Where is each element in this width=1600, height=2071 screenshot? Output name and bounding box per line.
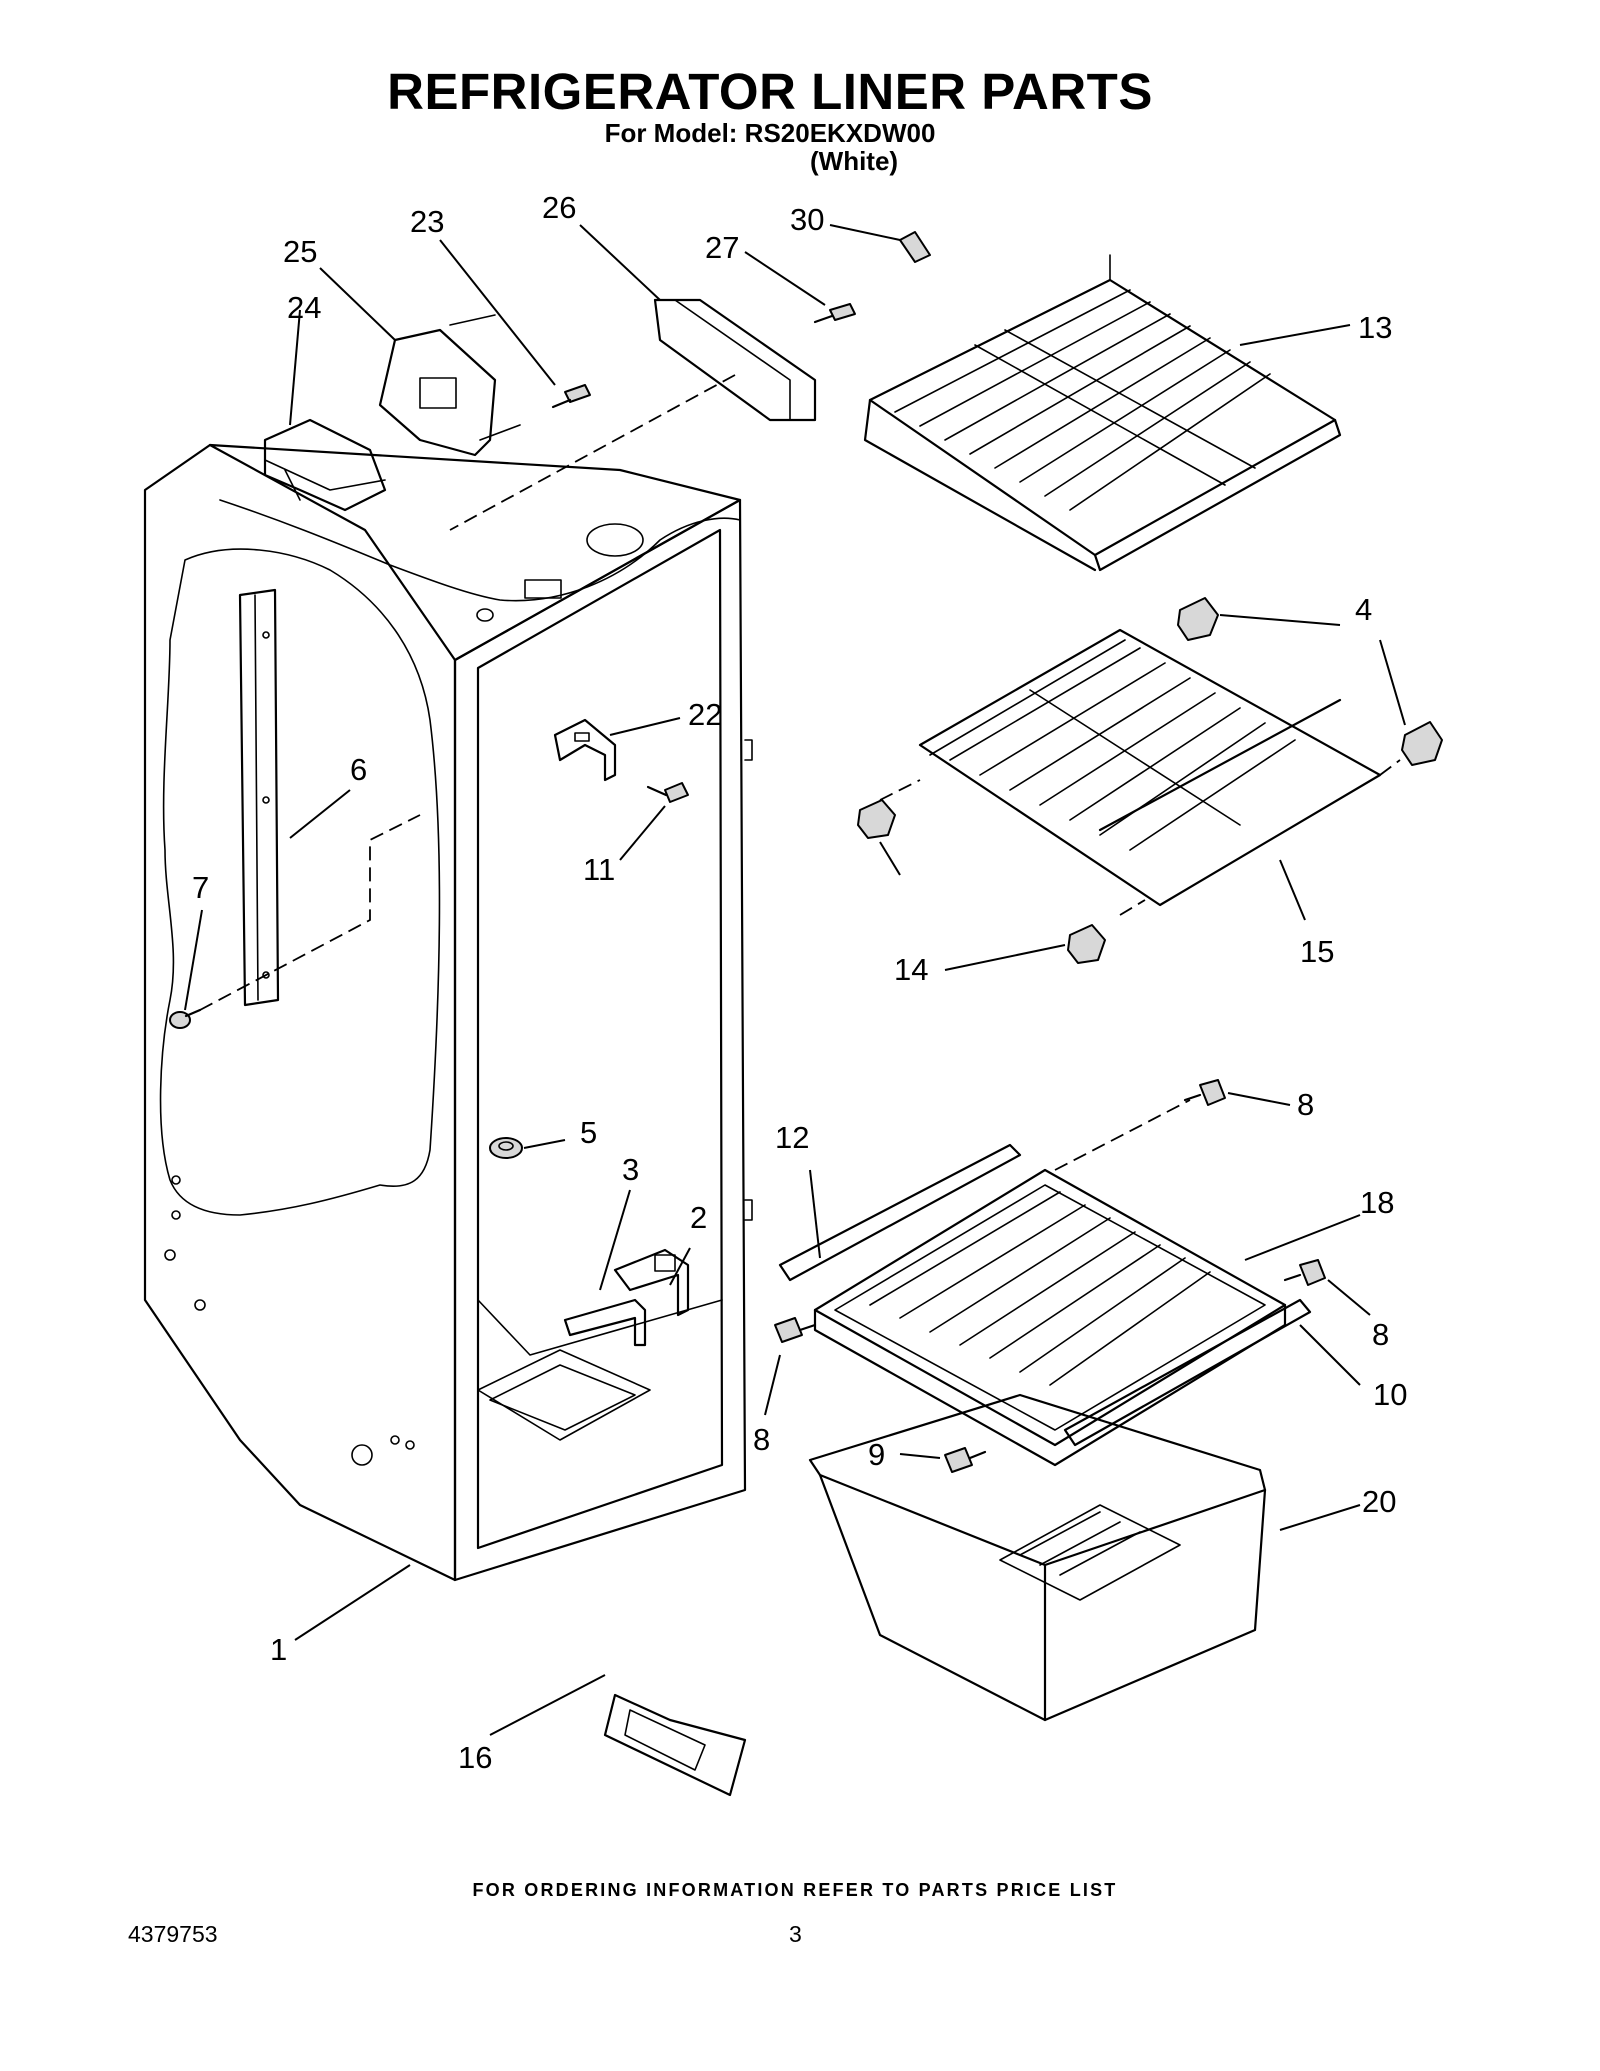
- part-shelf-support-14b: [1067, 924, 1106, 964]
- part-stud-8c: [774, 1317, 817, 1343]
- part-bracket-22: [553, 718, 617, 782]
- page-title: REFRIGERATOR LINER PARTS: [387, 63, 1153, 120]
- part-wire-shelf-15: [879, 628, 1401, 916]
- callout-11: 11: [583, 852, 615, 887]
- callout-4: 4: [1355, 592, 1372, 627]
- part-crisper-rail-12: [778, 1143, 1022, 1282]
- part-control-housing: [263, 314, 521, 512]
- part-shelf-support-4b: [1401, 721, 1443, 766]
- callout-1: 1: [270, 1632, 287, 1667]
- callout-24: 24: [287, 290, 321, 325]
- part-crisper-cover-18: [813, 1099, 1287, 1467]
- part-wire-shelf-13: [863, 254, 1342, 572]
- part-tray-16: [603, 1693, 747, 1797]
- callout-16: 16: [458, 1740, 492, 1775]
- part-grommet-5: [489, 1137, 523, 1159]
- callout-13: 13: [1358, 310, 1392, 345]
- callout-8c: 8: [753, 1422, 770, 1457]
- part-bracket-2: [613, 1248, 690, 1317]
- part-stud-8b: [1283, 1259, 1326, 1286]
- callout-20: 20: [1362, 1484, 1396, 1519]
- part-liner-cabinet: [143, 443, 753, 1582]
- part-shelf-support-14a: [857, 799, 896, 839]
- callout-5: 5: [580, 1115, 597, 1150]
- part-bracket-3: [563, 1298, 647, 1347]
- callout-labels: 1 2 3 4 5 6 7 8 8 8 9 10 11 12 13 14 15 …: [192, 190, 1407, 1775]
- ordering-note: FOR ORDERING INFORMATION REFER TO PARTS …: [472, 1880, 1118, 1900]
- part-crisper-drawer-20: [808, 1393, 1267, 1722]
- part-shelf-support-4a: [1177, 597, 1219, 641]
- callout-10: 10: [1373, 1377, 1407, 1412]
- callout-9: 9: [868, 1437, 885, 1472]
- callout-25: 25: [283, 234, 317, 269]
- part-screw-27: [813, 303, 856, 324]
- callout-22: 22: [688, 697, 722, 732]
- callout-12: 12: [775, 1120, 809, 1155]
- callout-26: 26: [542, 190, 576, 225]
- part-screw-11: [646, 782, 689, 803]
- leader-lines: [184, 224, 1406, 1736]
- callout-2: 2: [690, 1200, 707, 1235]
- callout-6: 6: [350, 752, 367, 787]
- part-screw-23: [551, 384, 591, 409]
- callout-15: 15: [1300, 934, 1334, 969]
- page-number: 3: [789, 1921, 802, 1947]
- callout-7: 7: [192, 870, 209, 905]
- model-subtitle: For Model: RS20EKXDW00: [604, 118, 936, 148]
- document-number: 4379753: [128, 1921, 218, 1947]
- callout-23: 23: [410, 204, 444, 239]
- callout-14: 14: [894, 952, 928, 987]
- callout-27: 27: [705, 230, 739, 265]
- part-air-duct: [449, 298, 817, 531]
- part-stud-9: [944, 1447, 987, 1473]
- part-stud-8a: [1183, 1079, 1226, 1106]
- part-screw-7: [169, 814, 421, 1029]
- callout-3: 3: [622, 1152, 639, 1187]
- callout-8b: 8: [1372, 1317, 1389, 1352]
- callout-18: 18: [1360, 1185, 1394, 1220]
- part-clip-30: [899, 231, 931, 263]
- part-crisper-rail-10: [1063, 1298, 1312, 1447]
- callout-30: 30: [790, 202, 824, 237]
- part-shelf-ladder: [238, 588, 280, 1007]
- color-variant: (White): [810, 146, 899, 176]
- callout-8a: 8: [1297, 1087, 1314, 1122]
